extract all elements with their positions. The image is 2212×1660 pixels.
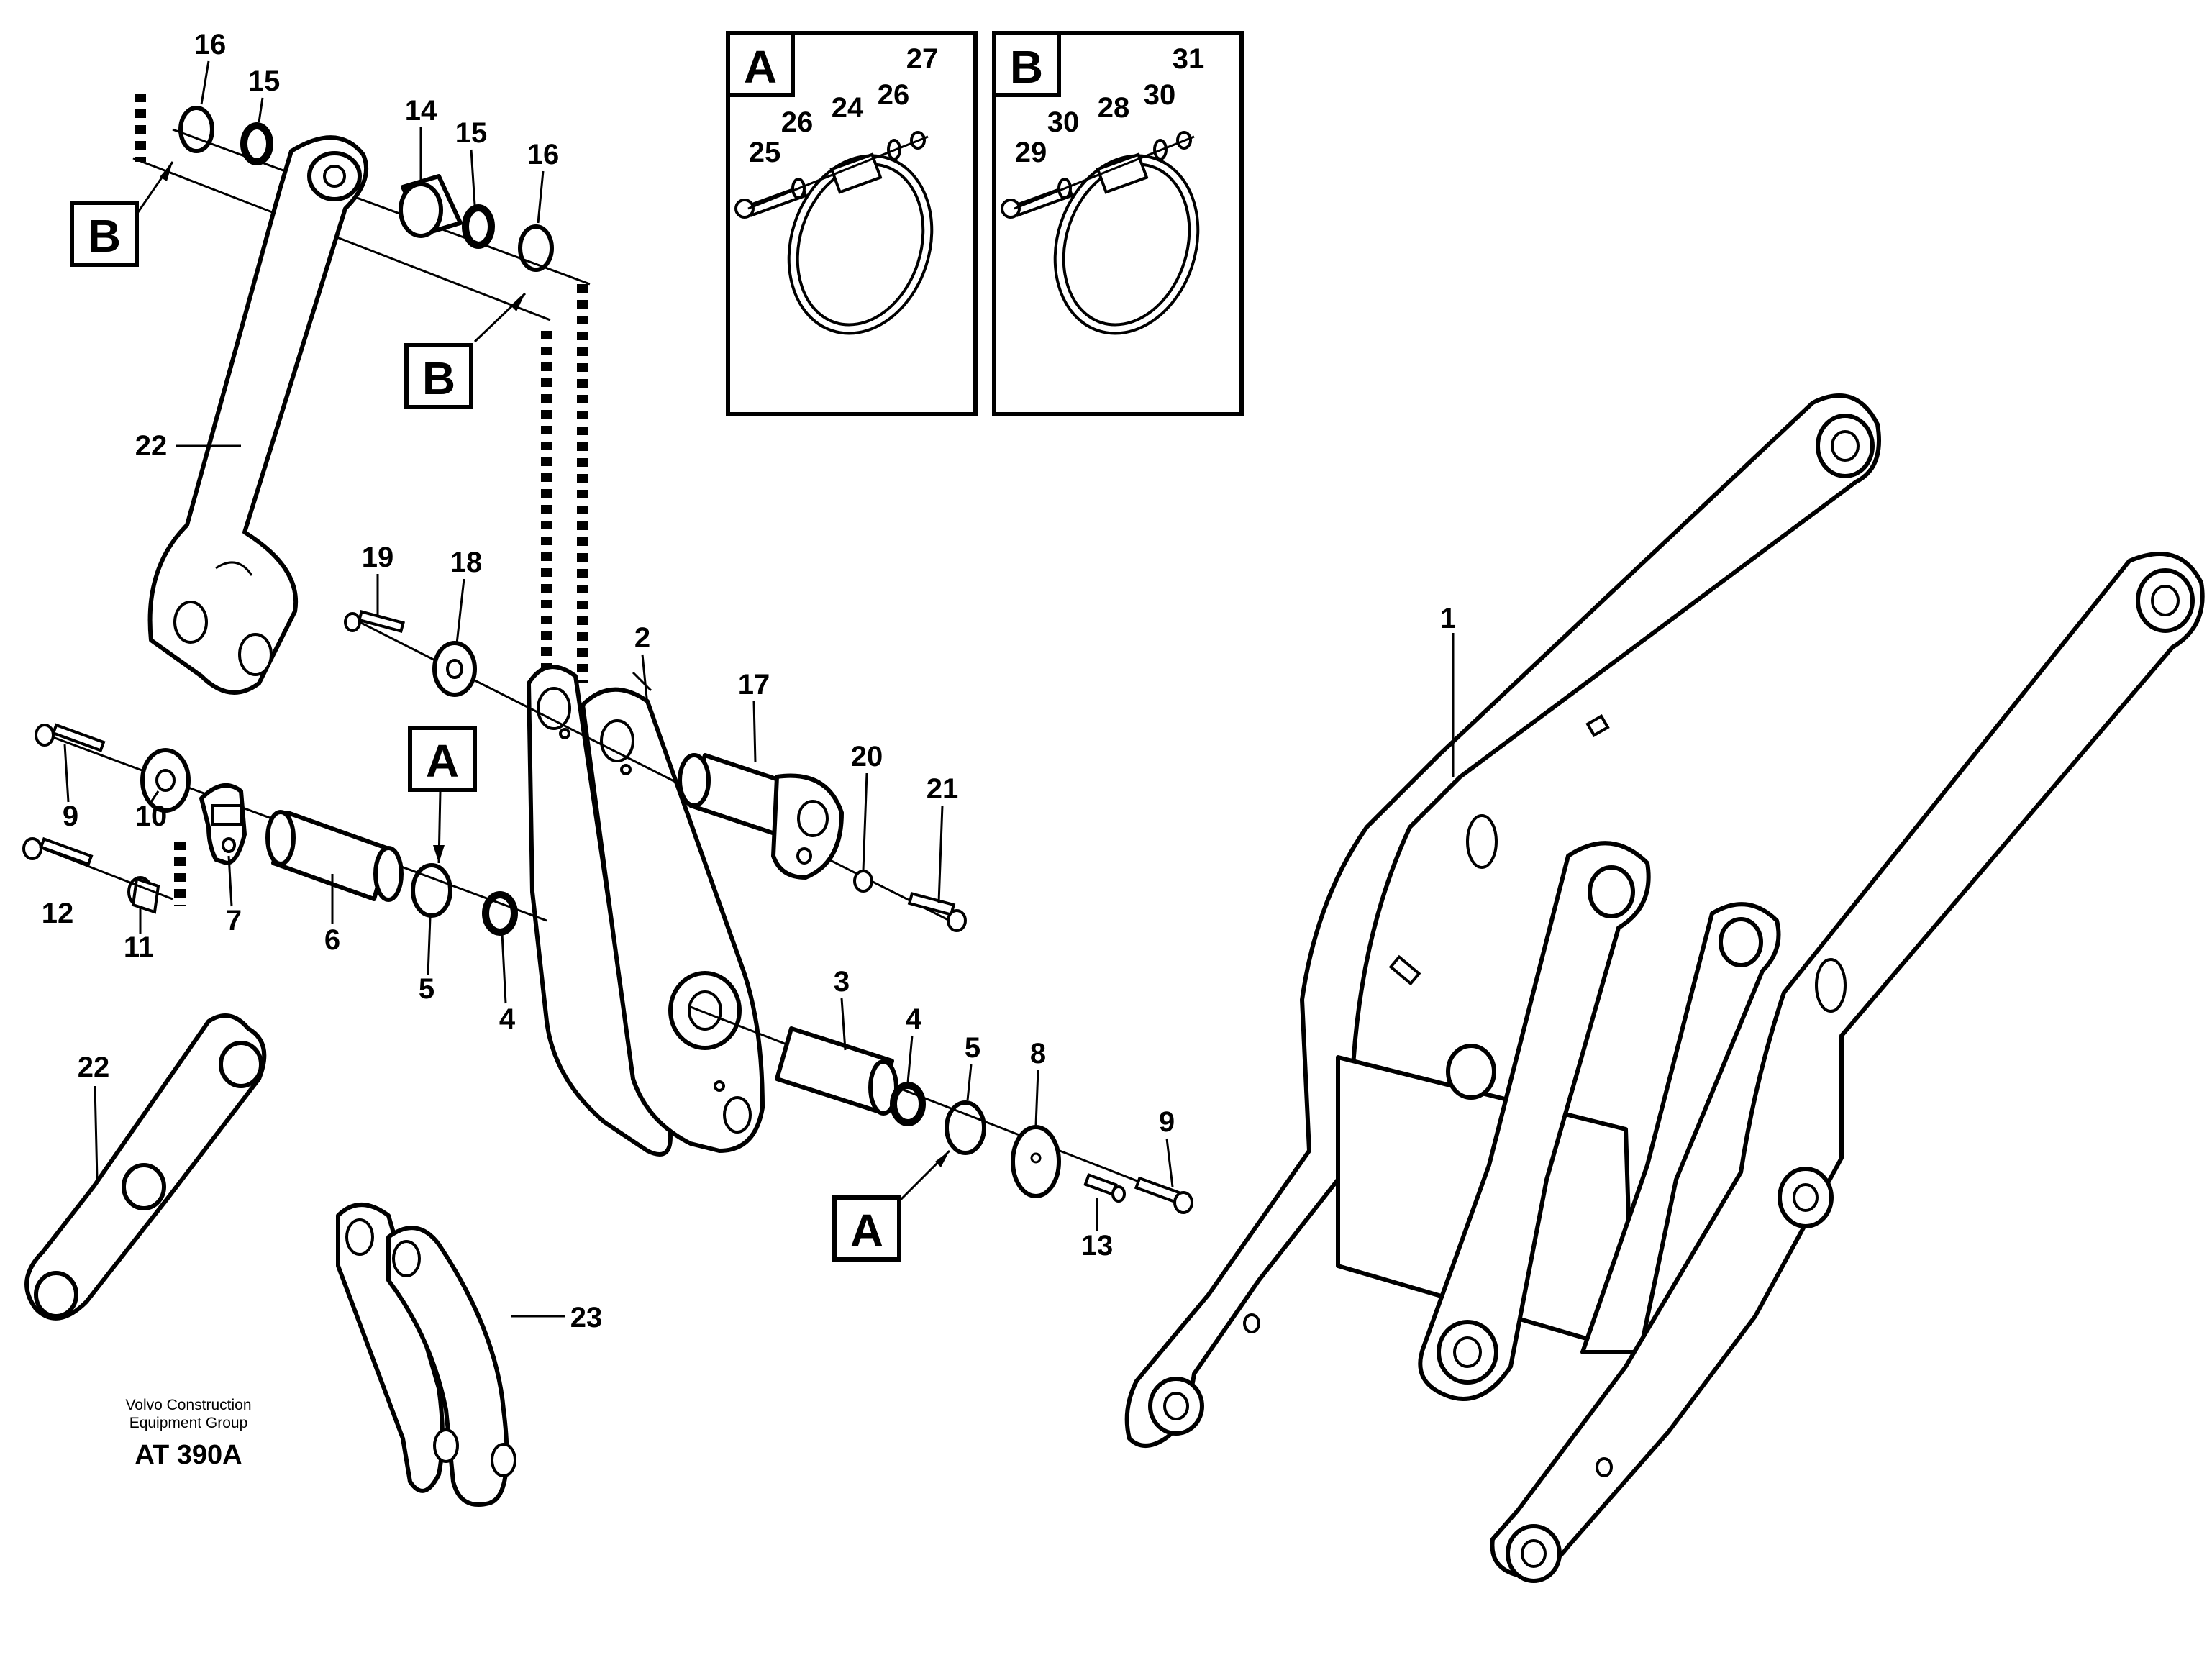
washer-18 — [432, 641, 477, 697]
link-23 — [336, 1203, 565, 1507]
ref-b-left: B — [70, 161, 174, 267]
callout-26-left: 26 — [781, 106, 814, 138]
callout-15-left: 15 — [248, 65, 281, 97]
bolt-12 — [22, 836, 94, 867]
svg-text:A: A — [426, 735, 459, 787]
ref-a-low: A — [832, 1149, 951, 1262]
washer-10 — [140, 748, 191, 813]
footer-code: AT 390A — [135, 1440, 242, 1470]
svg-text:A: A — [850, 1205, 883, 1257]
detail-box-a: A 27 26 24 26 25 — [726, 31, 978, 416]
callout-12: 12 — [42, 898, 74, 929]
callout-16-right: 16 — [527, 139, 560, 170]
callout-13: 13 — [1081, 1230, 1114, 1262]
callout-30-right: 30 — [1144, 79, 1176, 111]
washer-5-left — [411, 863, 452, 918]
callout-22-lower: 22 — [78, 1052, 110, 1083]
callout-9-right: 9 — [1159, 1106, 1175, 1138]
callout-18: 18 — [450, 547, 483, 578]
callout-25: 25 — [749, 137, 781, 168]
bolt-21 — [907, 892, 967, 932]
washer-15-right — [462, 204, 495, 249]
pin-assembly-6 — [22, 723, 547, 936]
washer-16-right — [518, 224, 554, 272]
bolt-9-right — [1134, 1176, 1193, 1214]
callout-7: 7 — [226, 905, 242, 936]
callout-4-right: 4 — [906, 1003, 922, 1035]
callout-8: 8 — [1030, 1038, 1046, 1070]
washer-4-right — [890, 1082, 926, 1126]
washer-20 — [853, 870, 873, 893]
pin-assembly-3 — [690, 1005, 1193, 1214]
grease-nipple-13 — [1083, 1173, 1126, 1203]
bolt-9-left — [35, 723, 106, 752]
callout-3: 3 — [834, 966, 850, 998]
callout-11: 11 — [124, 931, 154, 963]
callout-20: 20 — [851, 741, 883, 772]
callout-14: 14 — [405, 95, 437, 127]
link-22-lower — [24, 1013, 267, 1321]
callout-23: 23 — [570, 1302, 603, 1333]
bolt-19 — [344, 609, 405, 634]
callout-10: 10 — [135, 801, 168, 832]
callout-30-left: 30 — [1047, 106, 1080, 138]
bushing-14 — [399, 174, 463, 238]
callout-16-left: 16 — [194, 29, 227, 60]
callout-9-left: 9 — [63, 801, 78, 832]
retainer-7 — [199, 783, 247, 865]
callout-27: 27 — [906, 43, 939, 75]
washer-5-right — [945, 1100, 986, 1155]
pin-3 — [775, 1026, 898, 1116]
callout-26-right: 26 — [878, 79, 910, 111]
detail-b-letter: B — [1010, 41, 1043, 93]
washer-16-left — [178, 106, 214, 153]
callout-6: 6 — [324, 924, 340, 956]
callout-22-upper: 22 — [135, 430, 168, 462]
callout-28: 28 — [1098, 92, 1130, 124]
washer-15-left — [240, 122, 273, 165]
detail-box-b: B 31 30 28 30 29 — [992, 31, 1244, 416]
callout-5-right: 5 — [965, 1032, 980, 1064]
link-rod-22 — [132, 94, 591, 712]
callout-2: 2 — [634, 622, 650, 654]
callout-21: 21 — [927, 773, 959, 805]
footer-company-line1: Volvo Construction — [125, 1397, 251, 1413]
plate-8 — [1011, 1125, 1061, 1198]
ref-a-mid: A — [408, 726, 477, 864]
callout-4-left: 4 — [499, 1003, 516, 1035]
svg-text:B: B — [422, 352, 455, 404]
svg-text:B: B — [88, 210, 121, 262]
callout-29: 29 — [1015, 137, 1047, 168]
callout-1: 1 — [1440, 603, 1456, 634]
footer: Volvo Construction Equipment Group AT 39… — [125, 1397, 251, 1470]
washer-4-left — [482, 891, 518, 936]
pin-6 — [265, 810, 404, 902]
detail-a-letter: A — [744, 41, 777, 93]
lift-arm-frame-1 — [1124, 393, 2205, 1583]
callout-24: 24 — [832, 92, 864, 124]
pin-17 — [678, 753, 844, 880]
callouts: 16 15 14 15 16 22 19 18 2 17 20 21 1 9 1… — [42, 29, 1456, 1333]
callout-5-left: 5 — [419, 973, 434, 1005]
callout-17: 17 — [738, 669, 770, 701]
bellcrank-2 — [527, 665, 765, 1157]
pin-assembly-17 — [344, 609, 967, 932]
ref-b-mid: B — [404, 292, 527, 409]
callout-31: 31 — [1173, 43, 1205, 75]
callout-15-right: 15 — [455, 117, 488, 149]
callout-19: 19 — [362, 542, 394, 573]
footer-company-line2: Equipment Group — [129, 1415, 248, 1431]
